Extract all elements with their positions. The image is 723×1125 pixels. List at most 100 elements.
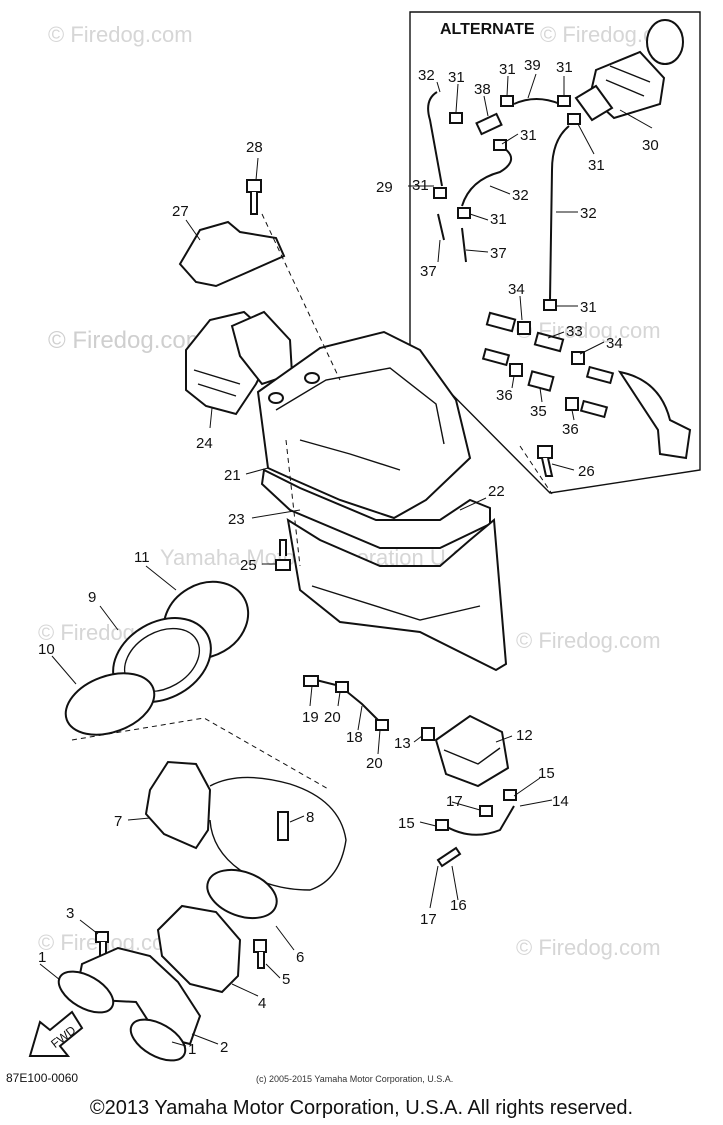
clamp-15b bbox=[503, 789, 517, 801]
hose-32-right bbox=[549, 125, 570, 301]
part-number: 18 bbox=[346, 729, 363, 746]
hose-14 bbox=[441, 805, 515, 836]
part-number: 31 bbox=[448, 69, 465, 86]
footer-copyright: ©2013 Yamaha Motor Corporation, U.S.A. A… bbox=[89, 1097, 634, 1119]
intake-duct-24 bbox=[185, 310, 294, 416]
alternate-box bbox=[409, 11, 701, 494]
part-number: 37 bbox=[420, 263, 437, 280]
part-number: 3 bbox=[66, 905, 74, 922]
intake-4 bbox=[156, 904, 242, 994]
part-number: 31 bbox=[556, 59, 573, 76]
part-number: 36 bbox=[496, 387, 513, 404]
part-number: 36 bbox=[562, 421, 579, 438]
part-number: 15 bbox=[398, 815, 415, 832]
nipples-37 bbox=[437, 213, 467, 263]
fuel-pump-alternate bbox=[574, 19, 684, 122]
part-number: 31 bbox=[412, 177, 429, 194]
part-number: 31 bbox=[520, 127, 537, 144]
part-number: 25 bbox=[240, 557, 257, 574]
clamp-15a bbox=[435, 819, 449, 831]
part-number: 16 bbox=[450, 897, 467, 914]
fuel-pump-12 bbox=[434, 714, 510, 788]
inner-copyright: (c) 2005-2015 Yamaha Motor Corporation, … bbox=[256, 1074, 453, 1084]
bracket-27 bbox=[178, 220, 286, 288]
part-number: 15 bbox=[538, 765, 555, 782]
part-number: 31 bbox=[588, 157, 605, 174]
part-number: 7 bbox=[114, 813, 122, 830]
gasket-1b bbox=[129, 1018, 187, 1062]
part-number: 33 bbox=[566, 323, 583, 340]
joint-16 bbox=[436, 846, 462, 868]
part-number: 23 bbox=[228, 511, 245, 528]
fwd-arrow: FWD bbox=[28, 1010, 84, 1057]
part-number: 20 bbox=[324, 709, 341, 726]
hose-32-left bbox=[427, 91, 443, 187]
part-number: 20 bbox=[366, 755, 383, 772]
part-number: 17 bbox=[446, 793, 463, 810]
part-number: 24 bbox=[196, 435, 213, 452]
clamp-6 bbox=[206, 868, 278, 920]
fitting-19 bbox=[303, 675, 319, 687]
part-number: 19 bbox=[302, 709, 319, 726]
part-number: 34 bbox=[508, 281, 525, 298]
leader-lines bbox=[39, 73, 653, 1047]
watermark-firedog: © Firedog.com bbox=[516, 935, 661, 960]
part-number: 10 bbox=[38, 641, 55, 658]
part-number: 22 bbox=[488, 483, 505, 500]
part-number: 34 bbox=[606, 335, 623, 352]
watermark-firedog: © Firedog.com bbox=[48, 327, 206, 354]
bolt-5 bbox=[253, 939, 267, 969]
guide-line bbox=[519, 445, 553, 495]
clamp-20a bbox=[335, 681, 349, 693]
part-number: 32 bbox=[418, 67, 435, 84]
part-number: 5 bbox=[282, 971, 290, 988]
gasket-1a bbox=[57, 970, 115, 1014]
clamp-17 bbox=[479, 805, 493, 817]
clamp-13 bbox=[421, 727, 435, 741]
part-number: 32 bbox=[580, 205, 597, 222]
part-number: 2 bbox=[220, 1039, 228, 1056]
watermark-firedog: © Firedog.com bbox=[48, 22, 193, 47]
part-number: 29 bbox=[376, 179, 393, 196]
stud-8 bbox=[277, 811, 289, 841]
silencer-case-22 bbox=[286, 517, 508, 672]
diagram-code: 87E100-0060 bbox=[6, 1071, 78, 1085]
part-number: 21 bbox=[224, 467, 241, 484]
part-number: 37 bbox=[490, 245, 507, 262]
parts-diagram: © Firedog.com © Firedog.com © Firedog.co… bbox=[6, 11, 701, 1085]
part-number: 6 bbox=[296, 949, 304, 966]
joint-38 bbox=[475, 112, 503, 136]
part-number: 30 bbox=[642, 137, 659, 154]
silencer-cover-21 bbox=[256, 330, 472, 520]
part-number: 4 bbox=[258, 995, 266, 1012]
part-number: 14 bbox=[552, 793, 569, 810]
hose-39 bbox=[513, 98, 561, 105]
part-number: 32 bbox=[512, 187, 529, 204]
part-number: 28 bbox=[246, 139, 263, 156]
bolt-25 bbox=[275, 539, 291, 571]
part-number: 9 bbox=[88, 589, 96, 606]
part-number: 35 bbox=[530, 403, 547, 420]
guide-line bbox=[285, 439, 301, 567]
guide-line bbox=[261, 213, 341, 381]
part-number: 1 bbox=[188, 1041, 196, 1058]
part-number: 31 bbox=[490, 211, 507, 228]
part-number: 11 bbox=[134, 549, 150, 566]
bolt-26 bbox=[537, 445, 554, 477]
part-number: 8 bbox=[306, 809, 314, 826]
part-number: 38 bbox=[474, 81, 491, 98]
clamp-10 bbox=[64, 672, 156, 736]
part-number: 12 bbox=[516, 727, 533, 744]
part-number: 31 bbox=[499, 61, 516, 78]
part-number: 26 bbox=[578, 463, 595, 480]
part-number: 31 bbox=[580, 299, 597, 316]
seal-23 bbox=[260, 468, 491, 549]
part-number: 17 bbox=[420, 911, 437, 928]
clamp-20b bbox=[375, 719, 389, 731]
bolt-28 bbox=[246, 179, 262, 215]
case-edge bbox=[311, 585, 481, 621]
hose-32-middle bbox=[461, 147, 512, 207]
joint-7 bbox=[144, 760, 212, 850]
part-number: 27 bbox=[172, 203, 189, 220]
watermark-firedog: © Firedog.com bbox=[516, 628, 661, 653]
